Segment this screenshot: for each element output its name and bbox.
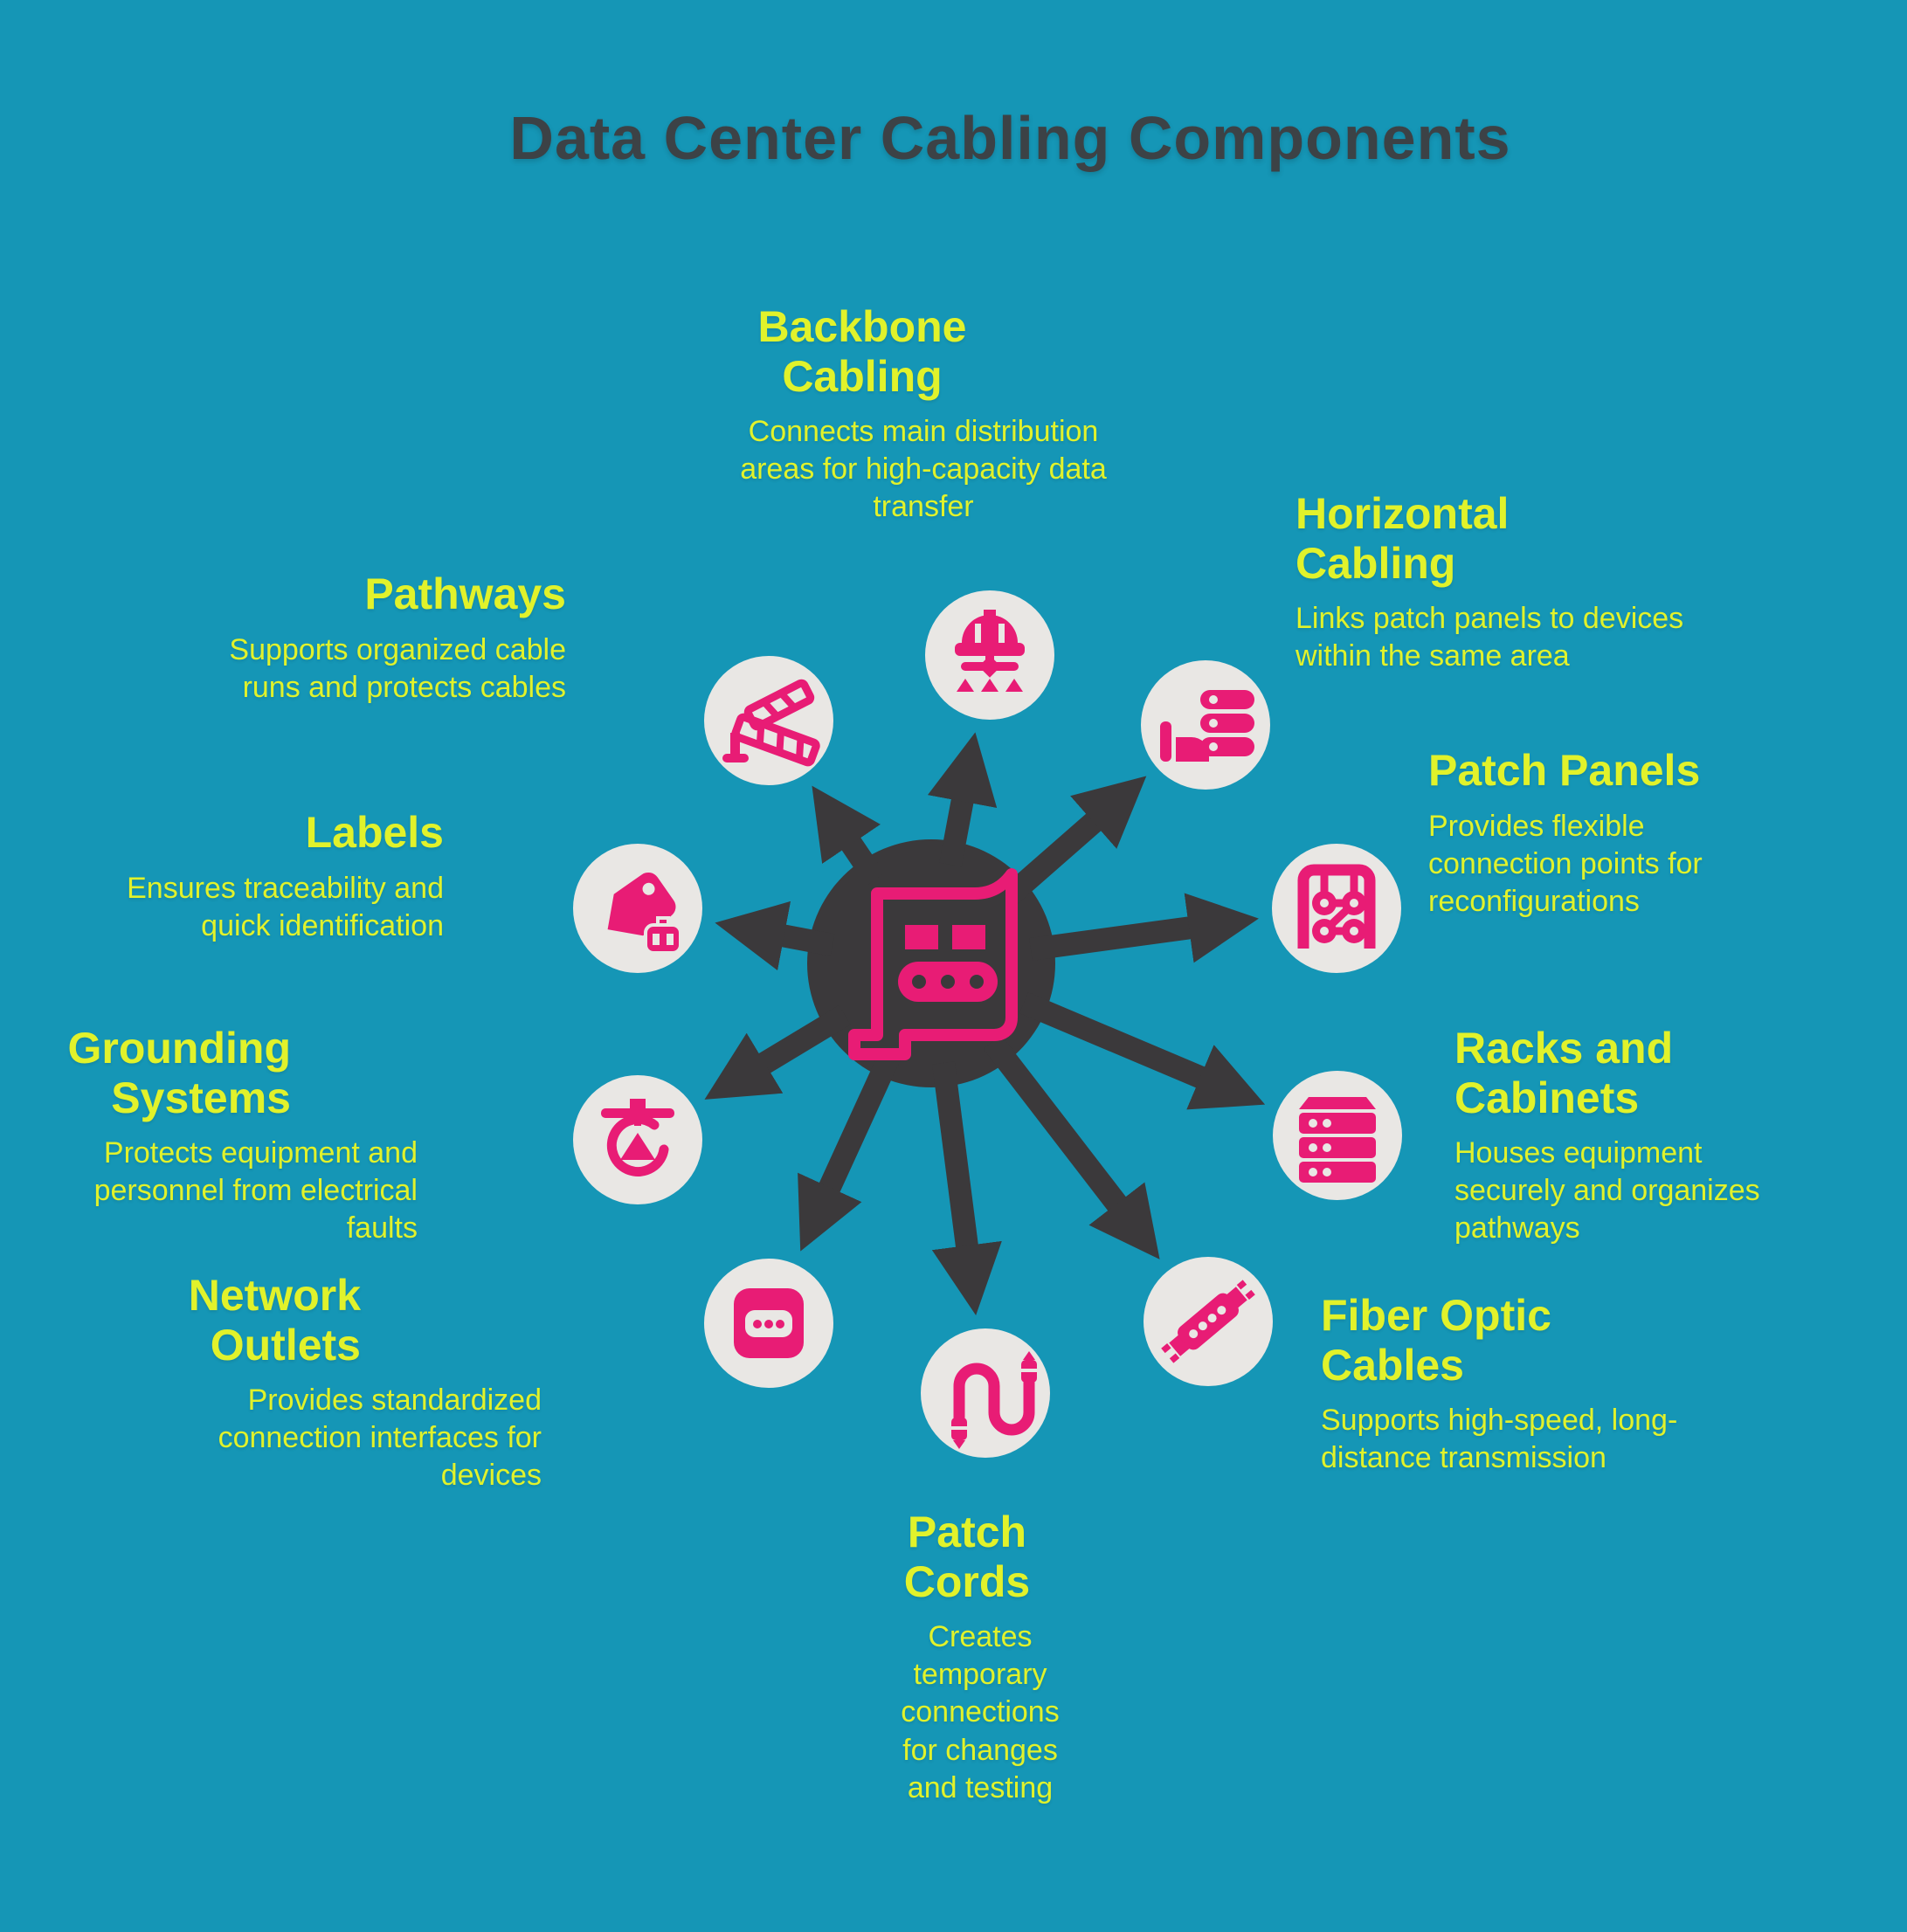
arrow-grounding-systems bbox=[704, 1004, 851, 1100]
node-text-horizontal-cabling: Horizontal Cabling Links patch panels to… bbox=[1296, 489, 1785, 675]
node-description-patch-panels: Provides flexible connection points for … bbox=[1428, 809, 1703, 918]
arrow-backbone-cabling bbox=[927, 732, 998, 867]
arrow-horizontal-cabling bbox=[999, 776, 1147, 907]
node-description-labels: Ensures traceability and quick identific… bbox=[127, 871, 444, 942]
arrow-racks-and-cabinets bbox=[1019, 992, 1266, 1110]
node-label-backbone-cabling: Backbone Cabling bbox=[757, 302, 967, 401]
node-label-labels: Labels bbox=[305, 808, 444, 857]
cabling-blueprint-icon bbox=[848, 868, 1018, 1060]
cable-tray-icon bbox=[722, 679, 820, 767]
node-description-network-outlets: Provides standardized connection interfa… bbox=[218, 1383, 542, 1493]
node-text-patch-panels: Patch Panels Provides flexible connectio… bbox=[1428, 746, 1883, 921]
patch-panel-ports-icon bbox=[1297, 864, 1376, 949]
fiber-cable-icon bbox=[1161, 1280, 1255, 1363]
hub-arrows bbox=[704, 732, 1266, 1315]
node-text-fiber-optic-cables: Fiber Optic Cables Supports high-speed, … bbox=[1321, 1291, 1775, 1477]
node-label-horizontal-cabling: Horizontal Cabling bbox=[1296, 489, 1510, 588]
arrow-patch-cords bbox=[931, 1061, 1002, 1315]
node-label-racks-and-cabinets: Racks and Cabinets bbox=[1454, 1024, 1674, 1122]
node-label-pathways: Pathways bbox=[364, 569, 566, 618]
node-label-patch-panels: Patch Panels bbox=[1428, 746, 1701, 795]
network-tree-icon bbox=[955, 610, 1025, 692]
node-text-pathways: Pathways Supports organized cable runs a… bbox=[190, 569, 566, 707]
node-description-backbone-cabling: Connects main distribution areas for hig… bbox=[740, 415, 1107, 524]
arrow-network-outlets bbox=[798, 1050, 901, 1252]
node-text-racks-and-cabinets: Racks and Cabinets Houses equipment secu… bbox=[1454, 1024, 1891, 1248]
node-description-horizontal-cabling: Links patch panels to devices within the… bbox=[1296, 602, 1684, 673]
server-rack-icon bbox=[1299, 1097, 1376, 1183]
node-label-fiber-optic-cables: Fiber Optic Cables bbox=[1321, 1291, 1551, 1390]
arrow-pathways bbox=[812, 785, 885, 887]
node-text-patch-cords: Patch Cords Creates temporary connection… bbox=[893, 1508, 1068, 1807]
node-text-backbone-cabling: Backbone Cabling Connects main distribut… bbox=[718, 302, 1242, 527]
node-text-grounding-systems: Grounding Systems Protects equipment and… bbox=[42, 1024, 418, 1248]
page-title: Data Center Cabling Components bbox=[509, 104, 1511, 172]
node-description-pathways: Supports organized cable runs and protec… bbox=[229, 632, 566, 704]
node-text-network-outlets: Network Outlets Provides standardized co… bbox=[164, 1271, 542, 1495]
node-description-racks-and-cabinets: Houses equipment securely and organizes … bbox=[1454, 1136, 1760, 1245]
tag-icon bbox=[607, 873, 682, 955]
node-description-fiber-optic-cables: Supports high-speed, long-distance trans… bbox=[1321, 1404, 1678, 1475]
node-label-grounding-systems: Grounding Systems bbox=[67, 1024, 292, 1122]
wall-outlet-icon bbox=[734, 1288, 804, 1358]
node-label-network-outlets: Network Outlets bbox=[188, 1271, 361, 1370]
node-description-grounding-systems: Protects equipment and personnel from el… bbox=[93, 1136, 418, 1245]
patch-cord-icon bbox=[951, 1351, 1037, 1449]
node-label-patch-cords: Patch Cords bbox=[903, 1508, 1031, 1606]
arrow-fiber-optic-cables bbox=[983, 1035, 1160, 1259]
arrow-patch-panels bbox=[1029, 893, 1259, 963]
node-text-labels: Labels Ensures traceability and quick id… bbox=[81, 808, 444, 945]
arrow-labels bbox=[715, 900, 835, 971]
hand-holding-servers-icon bbox=[1160, 690, 1254, 762]
node-circle-patch-panels bbox=[1272, 844, 1401, 973]
node-description-patch-cords: Creates temporary connections for change… bbox=[901, 1620, 1060, 1804]
grounding-symbol-icon bbox=[601, 1099, 674, 1176]
